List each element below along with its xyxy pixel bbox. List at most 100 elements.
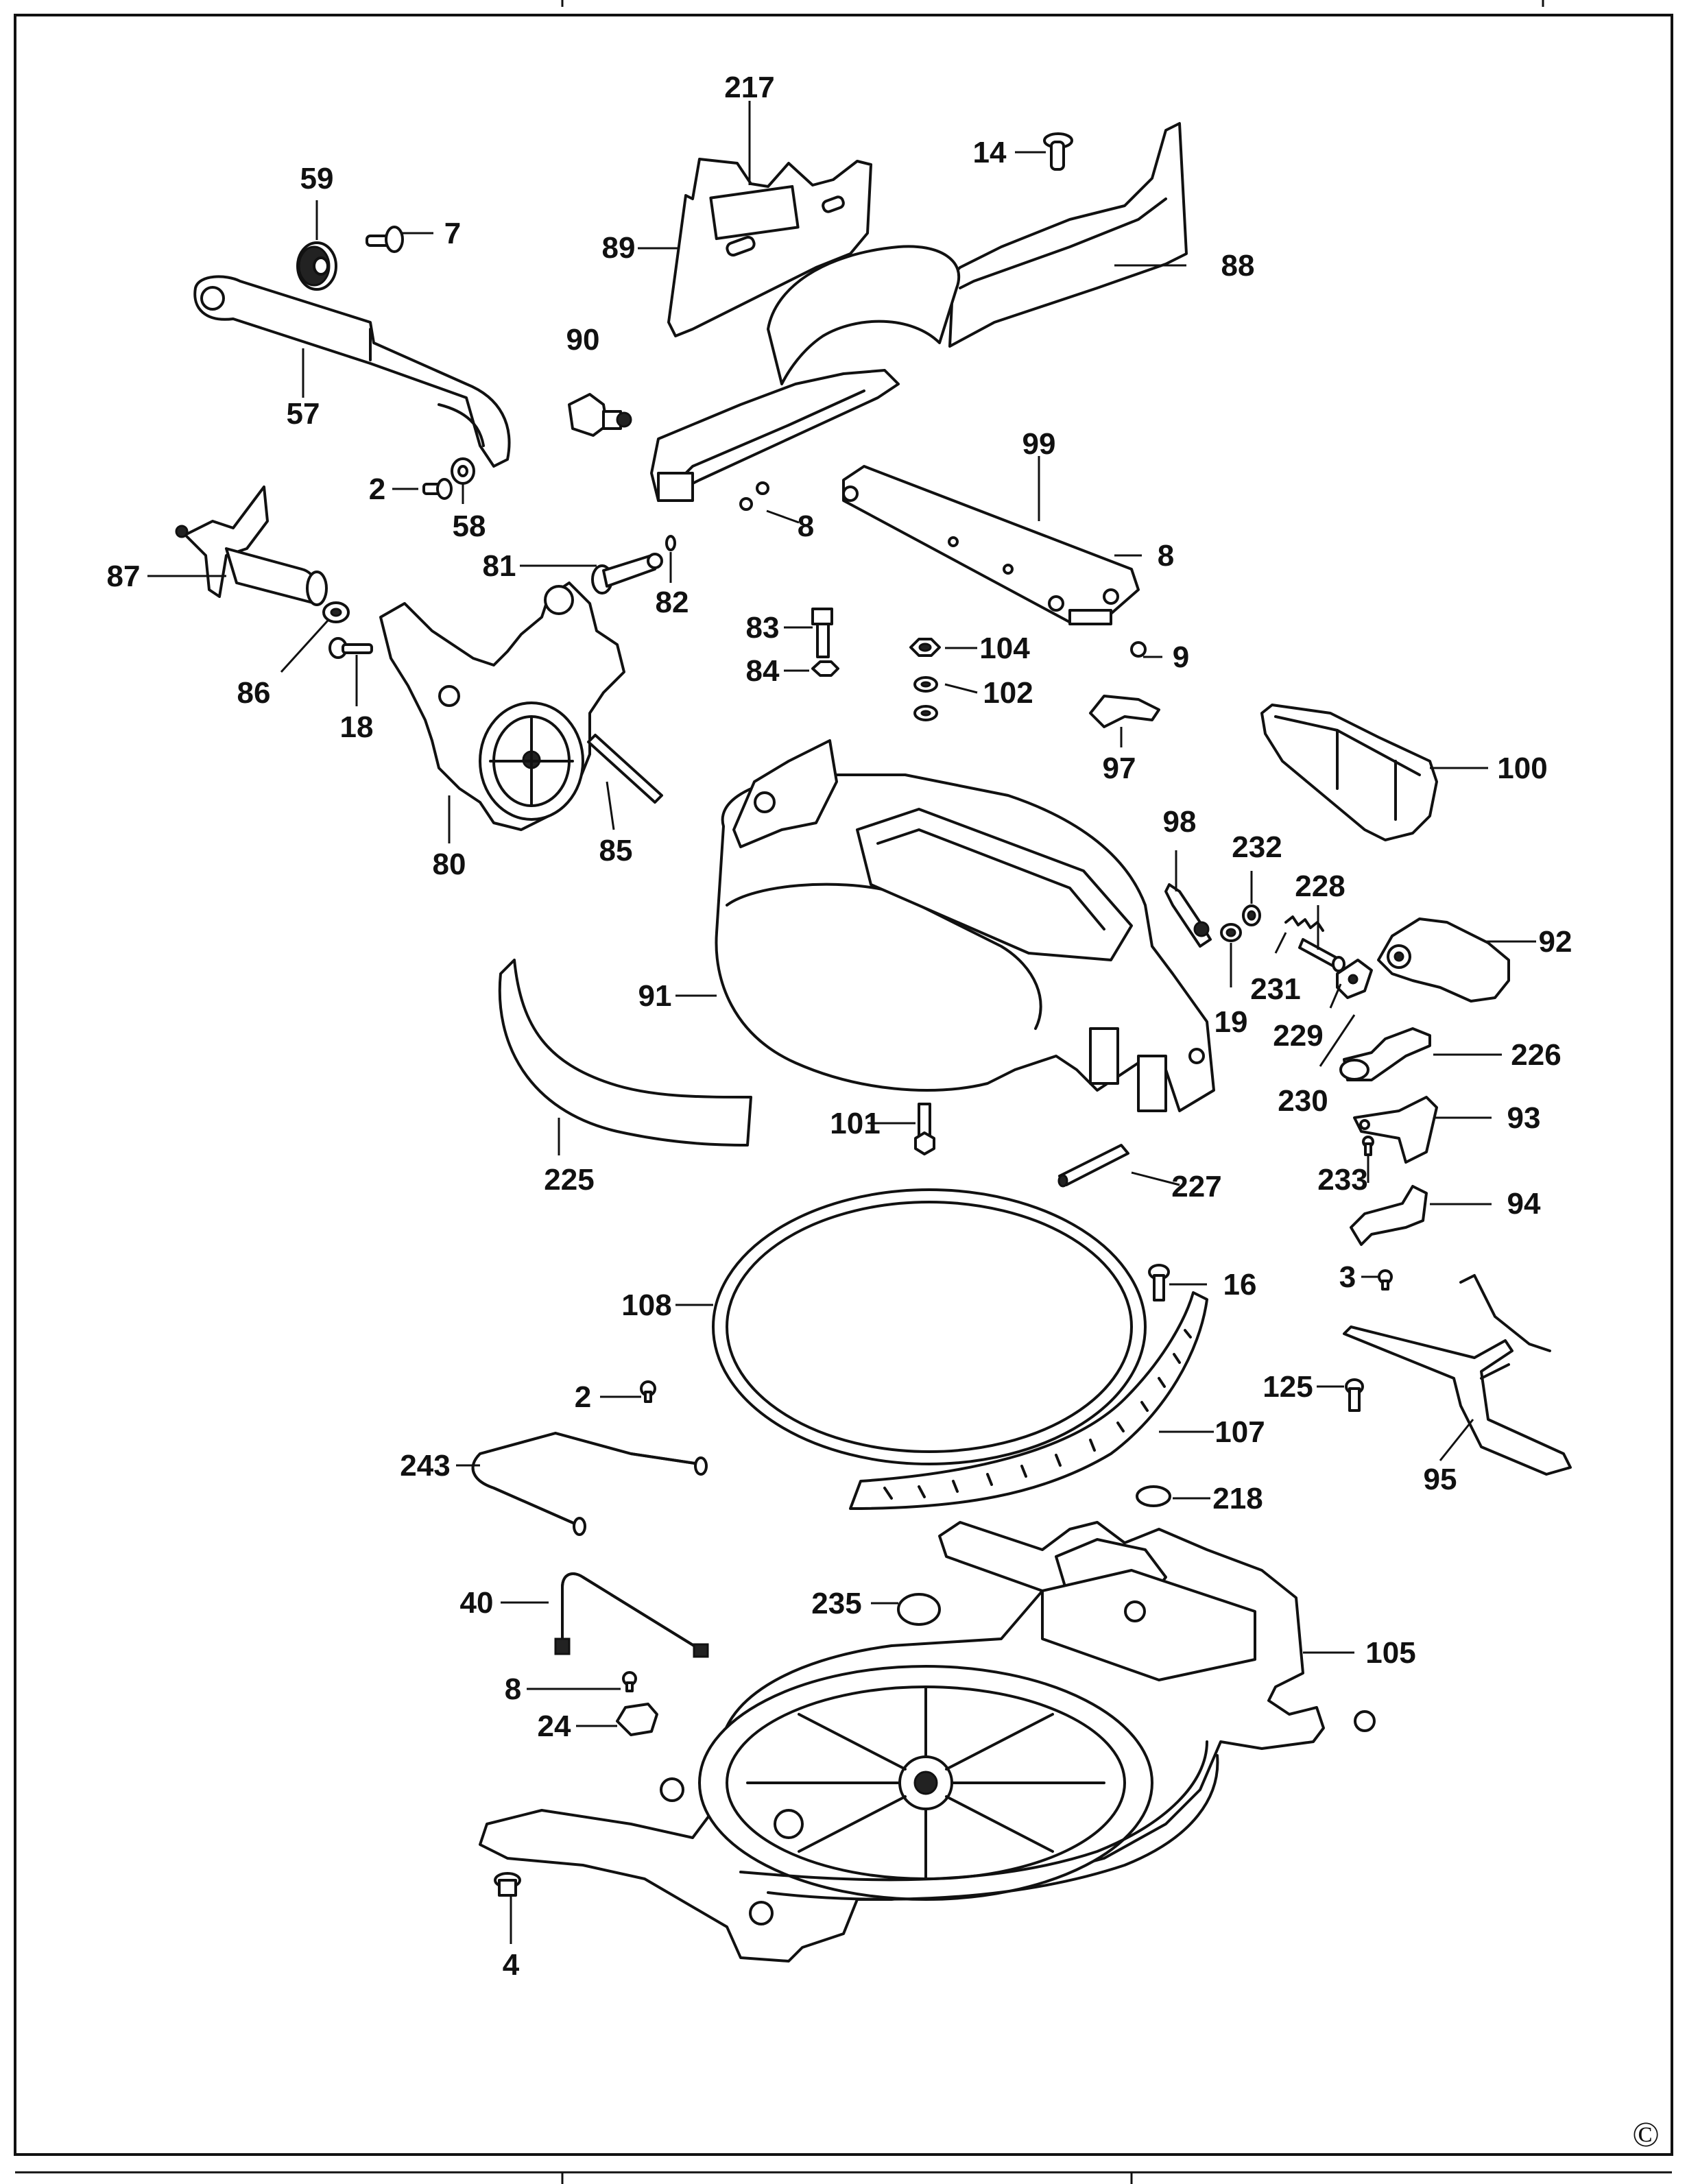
part-95-lock-bracket xyxy=(1343,1274,1572,1476)
part-228-bolt xyxy=(1298,938,1345,972)
part-232-washer xyxy=(1242,904,1261,926)
part-97-clip xyxy=(1089,695,1160,728)
part-57-lever xyxy=(193,275,511,468)
callout-88: 88 xyxy=(1221,249,1255,283)
callout-58: 58 xyxy=(453,509,486,543)
part-100-cover xyxy=(1260,704,1438,841)
part-89-fence-plate xyxy=(667,158,872,337)
callout-9: 9 xyxy=(1173,640,1189,674)
part-8-screws-pair xyxy=(739,481,769,511)
callout-230: 230 xyxy=(1278,1084,1328,1118)
part-81-pin xyxy=(591,553,663,595)
callout-81: 81 xyxy=(483,549,516,583)
callout-104: 104 xyxy=(979,632,1030,665)
callout-125: 125 xyxy=(1263,1370,1313,1404)
part-91-upper-guard xyxy=(715,739,1215,1112)
part-16-screw xyxy=(1148,1264,1170,1301)
callout-97: 97 xyxy=(1103,752,1136,785)
part-102-washers xyxy=(913,676,938,721)
callout-3: 3 xyxy=(1339,1260,1356,1294)
part-243-u-bar xyxy=(471,1432,708,1536)
part-8-screw-lower xyxy=(622,1671,637,1692)
callout-101: 101 xyxy=(830,1107,880,1140)
callout-232: 232 xyxy=(1232,830,1282,864)
part-9-screw xyxy=(1130,641,1147,658)
part-87-handle-knob xyxy=(175,485,328,606)
callout-82: 82 xyxy=(656,586,689,619)
callout-14: 14 xyxy=(973,136,1007,169)
part-99-guard-plate xyxy=(842,465,1140,625)
callout-105: 105 xyxy=(1365,1636,1415,1670)
part-105-base xyxy=(479,1521,1376,1963)
part-19-screw xyxy=(1220,923,1242,942)
part-235-ring xyxy=(897,1593,941,1626)
leader-lines xyxy=(147,101,1536,1944)
callout-7: 7 xyxy=(444,217,461,250)
part-86-washer xyxy=(322,601,350,623)
callout-2-upper: 2 xyxy=(369,472,385,506)
callout-218: 218 xyxy=(1212,1482,1263,1515)
callout-107: 107 xyxy=(1215,1415,1265,1449)
drawing-frame xyxy=(14,14,1673,2156)
part-227-pin xyxy=(1057,1144,1129,1188)
part-94-bracket xyxy=(1350,1185,1428,1246)
callout-231: 231 xyxy=(1250,972,1300,1006)
part-14-screw xyxy=(1043,132,1073,171)
callout-83: 83 xyxy=(746,611,780,645)
callout-92: 92 xyxy=(1539,925,1572,959)
callout-16: 16 xyxy=(1223,1268,1257,1301)
callout-86: 86 xyxy=(237,676,271,710)
callout-40: 40 xyxy=(460,1586,494,1620)
part-84-nut xyxy=(811,660,839,677)
part-88-arm-casting xyxy=(650,122,1188,502)
part-107-blade-segment xyxy=(849,1291,1208,1510)
part-233-screw xyxy=(1362,1136,1374,1156)
part-82-e-clip xyxy=(665,535,676,551)
part-4-screw xyxy=(494,1872,521,1897)
callout-labels: 217 14 59 7 89 88 90 57 99 2 58 8 8 87 8… xyxy=(107,71,1572,1982)
callout-100: 100 xyxy=(1497,752,1547,785)
callout-102: 102 xyxy=(983,676,1033,710)
callout-233: 233 xyxy=(1317,1163,1367,1197)
part-218-disk xyxy=(1136,1485,1171,1507)
callout-87: 87 xyxy=(107,560,141,593)
callout-8-guard: 8 xyxy=(1158,539,1174,573)
part-80-bevel-bracket xyxy=(379,581,625,831)
part-18-bolt xyxy=(328,637,373,659)
callout-57: 57 xyxy=(287,397,320,431)
callout-93: 93 xyxy=(1507,1101,1541,1135)
callout-94: 94 xyxy=(1507,1187,1541,1221)
callout-235: 235 xyxy=(811,1587,861,1620)
copyright-mark: © xyxy=(1632,2115,1660,2155)
part-125-bolt xyxy=(1345,1378,1364,1412)
part-3-screw xyxy=(1378,1269,1393,1291)
callout-229: 229 xyxy=(1273,1019,1323,1053)
part-98-spring-link xyxy=(1164,883,1212,948)
part-85-rod xyxy=(587,734,663,804)
callout-2-lower: 2 xyxy=(575,1380,591,1414)
callout-19: 19 xyxy=(1215,1005,1248,1039)
callout-89: 89 xyxy=(602,231,636,265)
callout-18: 18 xyxy=(340,710,374,744)
part-104-nut xyxy=(909,638,941,657)
part-83-bolt xyxy=(811,608,833,658)
callout-91: 91 xyxy=(638,979,672,1013)
part-24-clip xyxy=(616,1703,658,1736)
part-90-knob xyxy=(568,393,632,437)
callout-8-arm: 8 xyxy=(798,509,814,543)
callout-59: 59 xyxy=(300,162,334,195)
callout-217: 217 xyxy=(724,71,774,104)
callout-226: 226 xyxy=(1511,1038,1561,1072)
part-229-nut xyxy=(1336,959,1373,999)
callout-8-lower: 8 xyxy=(505,1672,521,1706)
part-2-screw-upper xyxy=(422,478,453,500)
part-226-lever xyxy=(1339,1027,1431,1081)
callout-99: 99 xyxy=(1022,427,1056,461)
part-101-bolt xyxy=(914,1103,935,1155)
callout-90: 90 xyxy=(566,323,600,357)
callout-4: 4 xyxy=(503,1948,520,1982)
part-225-curved-guard xyxy=(498,959,752,1147)
callout-84: 84 xyxy=(746,654,780,688)
part-59-roller xyxy=(296,241,337,291)
